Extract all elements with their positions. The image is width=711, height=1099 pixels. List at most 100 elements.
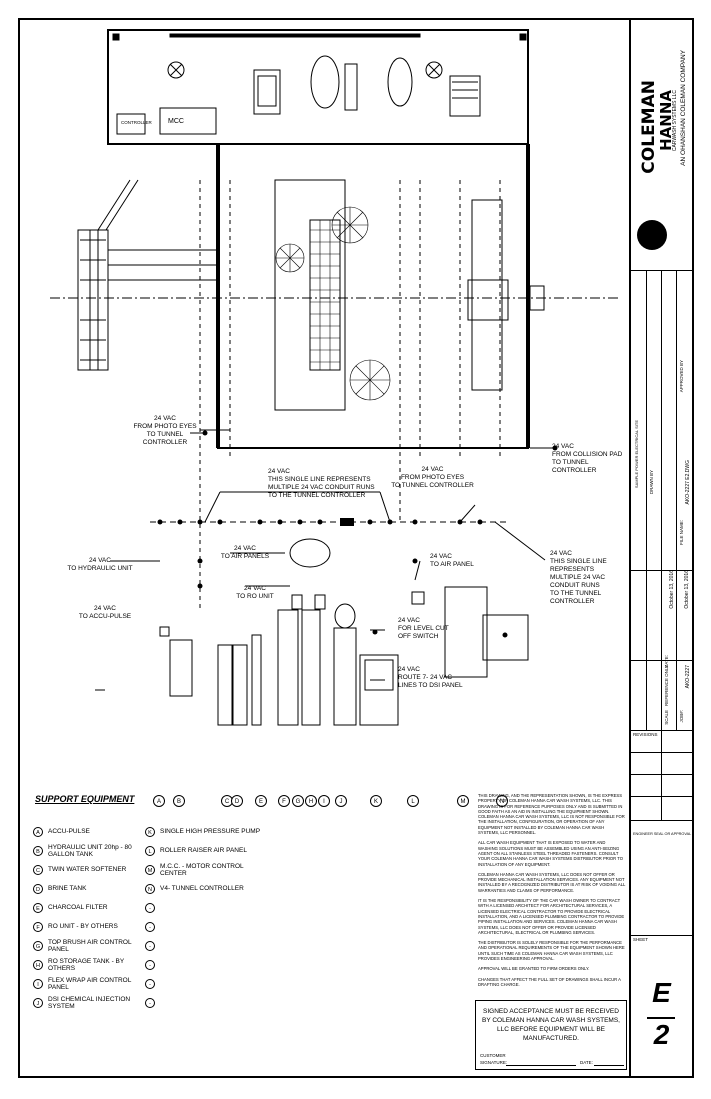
customer-label: CUSTOMER: [480, 1053, 506, 1058]
se-left-key: A: [33, 826, 43, 837]
note-paragraph: THIS DRAWING, AND THE REPRESENTATION SHO…: [478, 793, 625, 836]
se-right-item: -: [145, 955, 270, 974]
company-tagline: AN OHANSHAN COLEMAN COMPANY: [680, 50, 687, 166]
approved-by-label: APPROVED BY: [679, 360, 684, 393]
controller-box: [116, 113, 146, 135]
sheet-label: SHEET: [633, 937, 649, 942]
revisions-label: REVISIONS: [633, 732, 658, 737]
se-right-item: L ROLLER RAISER AIR PANEL: [145, 841, 270, 860]
se-right-key: -: [145, 997, 155, 1008]
se-right-label: ROLLER RAISER AIR PANEL: [160, 847, 247, 854]
se-left-label: BRINE TANK: [48, 885, 87, 892]
se-right-key: -: [145, 902, 155, 913]
se-left-item: J DSI CHEMICAL INJECTION SYSTEM: [33, 993, 148, 1012]
se-right-key: M: [145, 864, 155, 875]
support-equipment-title: SUPPORT EQUIPMENT: [35, 794, 135, 804]
bubble-b: B: [173, 795, 185, 807]
se-right-label: M.C.C. - MOTOR CONTROL CENTER: [160, 862, 244, 877]
callout-photo-eyes-left: 24 VAC FROM PHOTO EYES TO TUNNEL CONTROL…: [133, 415, 197, 446]
drawing-border: [18, 18, 694, 1078]
se-right-key: -: [145, 921, 155, 932]
se-left-item: E CHARCOAL FILTER: [33, 898, 148, 917]
sheet-area: SHEET E 2: [631, 935, 692, 1076]
se-left-key: F: [33, 921, 43, 932]
note-paragraph: ALL CAR WASH EQUIPMENT THAT IS EXPOSED T…: [478, 840, 624, 867]
file-value: AKO-2227 E2.DWG: [685, 460, 691, 505]
job-value: AKO-2227: [685, 665, 691, 689]
se-right-key: -: [145, 940, 155, 951]
signature-line: [506, 1065, 576, 1066]
title-block: COLEMAN HANNA CARWASH SYSTEMS LLC AN OHA…: [631, 20, 692, 1076]
bubble-d: D: [231, 795, 243, 807]
file-label: FILE NAME:: [679, 520, 684, 546]
sheet-letter: E: [652, 977, 671, 1008]
logo-subtitle: CARWASH SYSTEMS LLC: [672, 90, 678, 152]
se-left-item: D BRINE TANK: [33, 879, 148, 898]
se-left-key: B: [33, 845, 43, 856]
scale-label: SCALE: [664, 710, 669, 725]
bubble-i: I: [318, 795, 330, 807]
print-date-value: October 13, 2016: [684, 570, 690, 609]
plan-drawing: [50, 29, 620, 726]
engineer-area: ENGINEER SEAL OR APPROVAL: [631, 820, 692, 936]
callout-ro-unit: 24 VAC TO RO UNIT: [236, 585, 274, 600]
date-line: [594, 1065, 624, 1066]
date-value: October 13, 2016: [669, 570, 675, 609]
note-paragraph: COLEMAN HANNA CAR WASH SYSTEMS, LLC DOES…: [478, 871, 626, 893]
se-left-label: RO UNIT - BY OTHERS: [48, 923, 118, 930]
callout-single-line-center: 24 VAC THIS SINGLE LINE REPRESENTS MULTI…: [268, 468, 375, 499]
se-left-label: CHARCOAL FILTER: [48, 904, 108, 911]
info-columns: SAMPLE POWER ELECTRICAL SITE DRAWN BY AP…: [631, 270, 692, 731]
logo-area: COLEMAN HANNA CARWASH SYSTEMS LLC AN OHA…: [631, 20, 692, 271]
callout-air-panel: 24 VAC TO AIR PANEL: [430, 553, 474, 568]
callout-level-cut: 24 VAC FOR LEVEL CUT OFF SWITCH: [398, 617, 449, 640]
se-left-label: HYDRAULIC UNIT 20hp - 80 GALLON TANK: [48, 843, 132, 858]
general-notes: THIS DRAWING, AND THE REPRESENTATION SHO…: [478, 793, 626, 992]
sheet-number: 2: [653, 1019, 670, 1050]
date-label: DATE:: [580, 1060, 593, 1065]
se-right-key: L: [145, 845, 155, 856]
se-left-key: G: [33, 940, 43, 951]
bubble-l: L: [407, 795, 419, 807]
se-left-key: J: [33, 997, 43, 1008]
mcc-label: MCC: [168, 118, 184, 125]
project-title: SAMPLE POWER ELECTRICAL SITE: [634, 420, 639, 489]
bubble-f: F: [278, 795, 290, 807]
callout-accu-pulse: 24 VAC TO ACCU-PULSE: [78, 605, 132, 620]
se-right-key: -: [145, 959, 155, 970]
se-right-label: V4- TUNNEL CONTROLLER: [160, 885, 244, 892]
callout-hydraulic: 24 VAC TO HYDRAULIC UNIT: [67, 557, 133, 572]
drawing-sheet: [20, 20, 631, 1076]
controller-label: CONTROLLER: [121, 120, 152, 125]
se-right-item: -: [145, 898, 270, 917]
se-right-item: M M.C.C. - MOTOR CONTROL CENTER: [145, 860, 270, 879]
acceptance-box: SIGNED ACCEPTANCE MUST BE RECEIVED BY CO…: [475, 1000, 627, 1070]
se-right-label: SINGLE HIGH PRESSURE PUMP: [160, 828, 261, 835]
se-left-label: RO STORAGE TANK - BY OTHERS: [48, 957, 125, 972]
tunnel-bay: [217, 143, 529, 449]
engineer-label: ENGINEER SEAL OR APPROVAL: [633, 832, 692, 836]
bubble-e: E: [255, 795, 267, 807]
mcc-box: [159, 107, 217, 135]
bubble-g: G: [292, 795, 304, 807]
se-left-label: DSI CHEMICAL INJECTION SYSTEM: [48, 995, 131, 1010]
callout-collision-pad: 24 VAC FROM COLLISION PAD TO TUNNEL CONT…: [552, 443, 623, 474]
se-left-label: FLEX WRAP AIR CONTROL PANEL: [48, 976, 132, 991]
note-paragraph: APPROVAL WILL BE GRANTED TO FIRM ORDERS …: [478, 966, 590, 972]
x-fan-left: [167, 61, 185, 79]
drawn-by-label: DRAWN BY: [649, 470, 654, 495]
se-right-item: -: [145, 993, 270, 1012]
x-fan-right: [425, 61, 443, 79]
signature-label: SIGNATURE:: [480, 1060, 508, 1065]
se-left-key: D: [33, 883, 43, 894]
bubble-a: A: [153, 795, 165, 807]
se-left-key: E: [33, 902, 43, 913]
callout-photo-eyes-center: 24 VAC FROM PHOTO EYES TO TUNNEL CONTROL…: [391, 466, 474, 489]
bubble-k: K: [370, 795, 382, 807]
